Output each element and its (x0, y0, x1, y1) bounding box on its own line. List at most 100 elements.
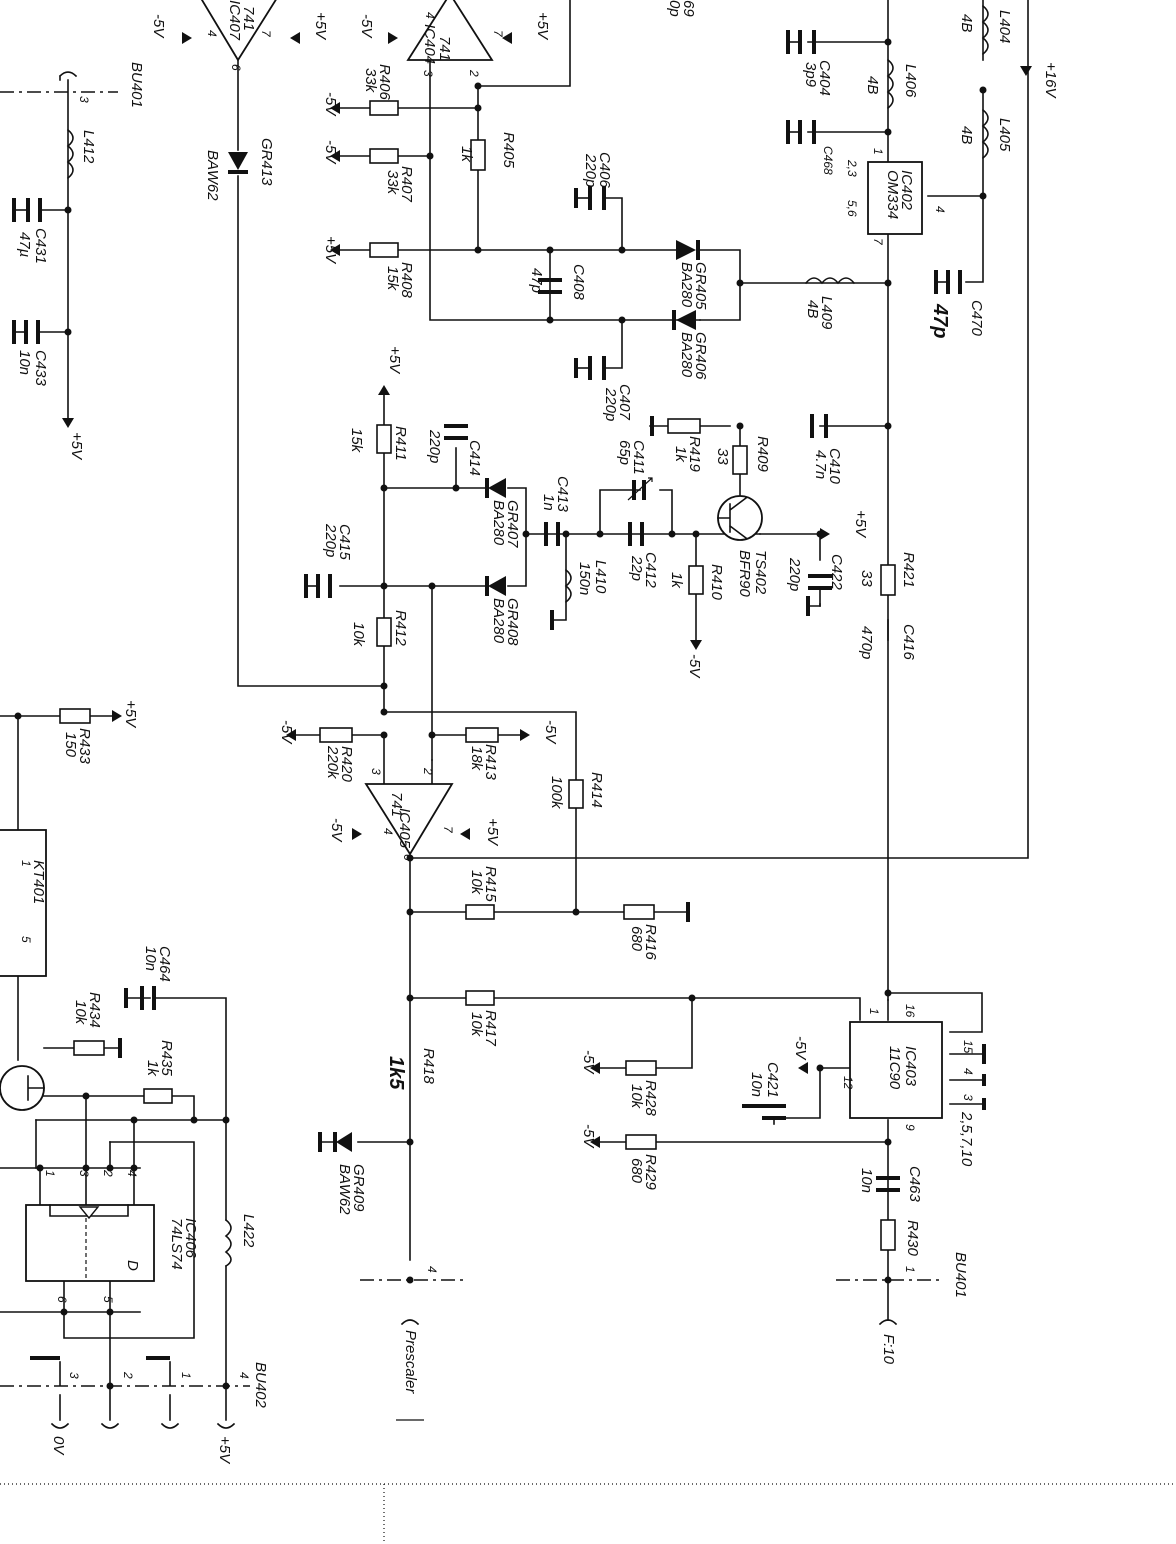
page-edge (0, 1483, 1176, 1544)
pin-ic402-23: 2,3 (845, 159, 859, 177)
ic402-om334 (867, 161, 923, 235)
rail-plus5-h: +5V (534, 12, 551, 41)
c433-val: 10n (16, 350, 33, 375)
capacitor-c431 (13, 198, 42, 222)
ic407-type: 741 (240, 6, 257, 31)
ic403-type: 11C90 (886, 1046, 903, 1090)
c433-ref: C433 (32, 350, 49, 387)
r418-val: 1k5 (385, 1056, 407, 1090)
gr406-type: BA280 (678, 332, 695, 378)
rail-minus5-h: -5V (792, 1036, 809, 1061)
inductor-l404 (981, 4, 989, 56)
pin-op-3c: 3 (369, 768, 383, 775)
gr409-type: BAW62 (336, 1164, 353, 1215)
resistor-r419 (667, 418, 701, 434)
c404-ref: C404 (816, 60, 833, 96)
diode-gr406 (672, 310, 696, 330)
c415-val: 220p (322, 523, 339, 557)
r417-val: 10k (468, 1012, 485, 1038)
connector-lines (0, 91, 942, 1387)
ic404-type: 741 (436, 36, 453, 61)
rail-zero: 0V (50, 1436, 67, 1456)
r410-val: 1k (668, 572, 685, 589)
c421-val: 10n (748, 1072, 765, 1097)
pin-op-4a: 4 (423, 12, 437, 19)
resistor-r406 (369, 100, 399, 116)
r417-ref: R417 (482, 1010, 499, 1047)
pin-ff-5: 5 (101, 1296, 115, 1303)
rail-plus5-b: +5V (386, 346, 403, 375)
pin-ff-6: 6 (55, 1296, 69, 1303)
rail-minus5-c: -5V (278, 720, 295, 745)
resistor-r435 (143, 1088, 173, 1104)
pin-ic403-16: 16 (903, 1004, 917, 1018)
c411-val: 65p (616, 440, 633, 465)
c463-val: 10n (858, 1168, 875, 1193)
r429-ref: R429 (642, 1154, 659, 1191)
c415-ref: C415 (336, 524, 353, 561)
capacitor-c413 (544, 522, 560, 546)
opamp-ic407 (200, 0, 277, 62)
rail-minus5-i: -5V (328, 818, 345, 843)
capacitor-c464 (140, 986, 156, 1010)
r430-ref: R430 (904, 1220, 921, 1257)
transistor-left (0, 1065, 45, 1111)
resistor-r416 (623, 904, 655, 920)
rail-minus5-f: -5V (580, 1050, 597, 1075)
r434-val: 10k (72, 1000, 89, 1026)
c407-ref: C407 (616, 384, 633, 421)
pin-ic402-56: 5,6 (845, 200, 859, 217)
resistor-r421 (880, 564, 896, 596)
bu402-label: BU402 (252, 1362, 269, 1409)
r409-val: 33 (714, 448, 731, 465)
c416-ref: C416 (900, 624, 917, 661)
r414-ref: R414 (588, 772, 605, 808)
r415-ref: R415 (482, 866, 499, 903)
edge-69: 69 (680, 0, 697, 17)
pin-bu401-1: 1 (903, 1266, 917, 1273)
capacitor-c407 (575, 356, 606, 380)
pin-ff-4: 4 (125, 1170, 139, 1177)
bu401-top-label: BU401 (128, 62, 145, 108)
ic402-type: OM334 (884, 170, 901, 219)
c421-ref: C421 (764, 1062, 781, 1098)
pin-ic403-9: 9 (903, 1124, 917, 1131)
gr407-ref: GR407 (504, 500, 521, 548)
r411-ref: R411 (392, 426, 409, 461)
l406-ref: L406 (902, 64, 919, 98)
l409-ref: L409 (818, 296, 835, 330)
resistor-r409 (732, 445, 748, 475)
r433-val: 150 (62, 732, 79, 758)
gr408-type: BA280 (490, 598, 507, 644)
inductor-l406 (886, 58, 894, 110)
pin-ic402-4: 4 (933, 206, 947, 213)
r420-val: 220k (324, 745, 341, 780)
capacitor-c408 (538, 278, 562, 294)
diode-gr409 (319, 1132, 352, 1152)
resistor-r415 (465, 904, 495, 920)
c431-val: 47µ (16, 232, 33, 257)
ic405-type: 741 (388, 792, 405, 817)
resistor-r433 (59, 708, 91, 724)
c431-ref: C431 (32, 228, 49, 264)
r428-ref: R428 (642, 1080, 659, 1117)
c407-val: 220p (602, 387, 619, 421)
inductor-l405 (981, 108, 989, 160)
capacitor-c463 (876, 1176, 900, 1192)
pin-ff-3: 3 (77, 1170, 91, 1177)
c408-val: 47p (528, 268, 545, 293)
r412-val: 10k (350, 622, 367, 648)
pin-ic402-1: 1 (871, 148, 885, 155)
resistor-r405 (470, 139, 486, 171)
ic406-ref: IC406 (182, 1218, 199, 1259)
capacitor-c433 (13, 320, 40, 344)
r406-val: 33k (362, 68, 379, 94)
c413-ref: C413 (554, 476, 571, 513)
pin-op-6b: 6 (229, 64, 243, 71)
r413-val: 18k (468, 746, 485, 772)
capacitor-c415 (305, 574, 332, 598)
inductor-l409 (804, 277, 856, 285)
diode-gr405 (676, 240, 700, 260)
ground-stubs (12, 30, 986, 1360)
c463-ref: C463 (906, 1166, 923, 1203)
